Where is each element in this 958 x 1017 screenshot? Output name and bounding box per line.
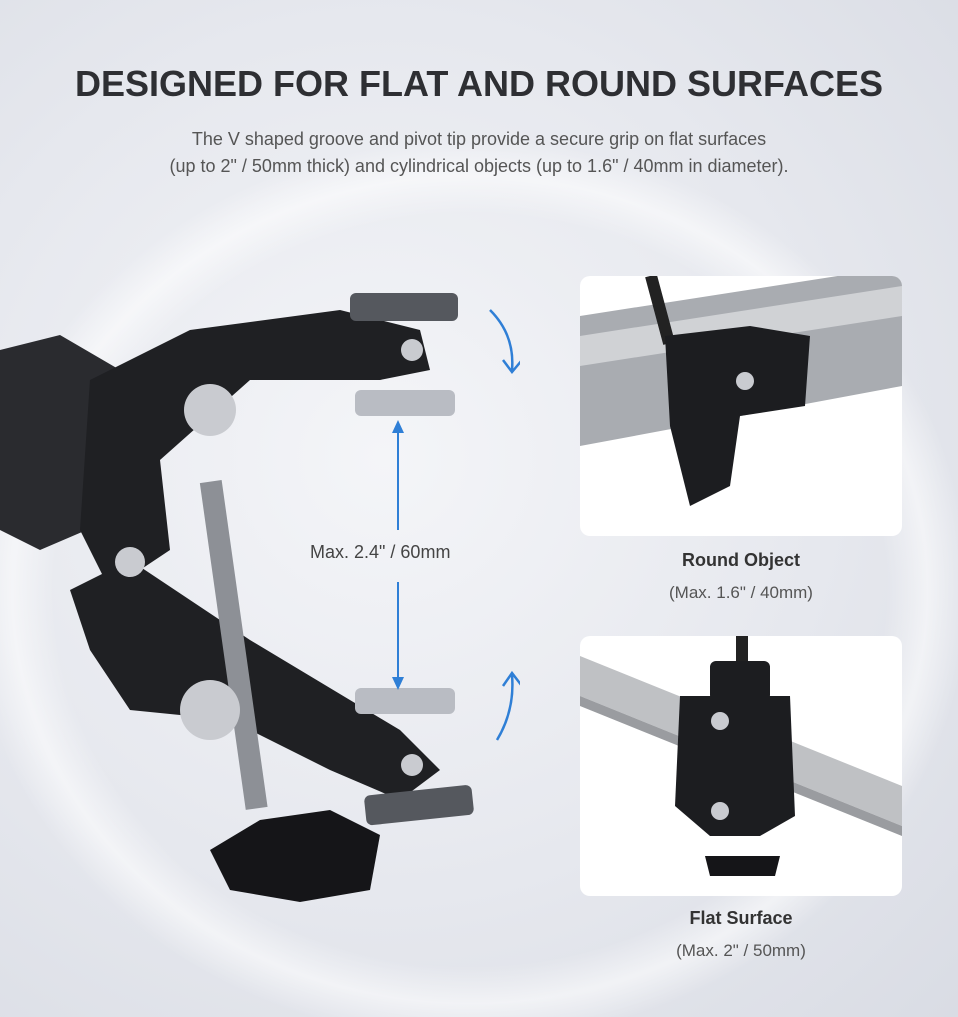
tightening-knob — [210, 810, 380, 902]
flat-surface-photo — [580, 636, 902, 896]
clamp-lower-jaw — [70, 560, 440, 800]
round-object-photo — [580, 276, 902, 536]
clamp-pin — [180, 680, 240, 740]
clamp-pin — [184, 384, 236, 436]
flat-surface-title: Flat Surface — [689, 908, 793, 928]
round-object-title: Round Object — [682, 550, 800, 570]
clamp-upper-jaw — [80, 310, 430, 590]
subtitle-line-1: The V shaped groove and pivot tip provid… — [191, 129, 767, 149]
jaw-tip-top — [350, 293, 458, 321]
dimension-label: Max. 2.4" / 60mm — [310, 542, 451, 562]
clamp-screw — [199, 480, 268, 810]
subtitle-line-2: (up to 2" / 50mm thick) and cylindrical … — [169, 156, 789, 176]
jaw-tip-bottom — [364, 785, 474, 826]
round-object-detail: (Max. 1.6" / 40mm) — [669, 583, 813, 602]
jaw-tip-bottom-ghost — [355, 688, 455, 714]
flat-surface-detail: (Max. 2" / 50mm) — [676, 941, 806, 960]
subtitle: The V shaped groove and pivot tip provid… — [0, 126, 958, 180]
page-title: DESIGNED FOR FLAT AND ROUND SURFACES — [74, 63, 883, 104]
dimension-arrow — [392, 420, 404, 690]
clamp-pin — [401, 339, 423, 361]
arrow-down-icon — [489, 309, 520, 375]
clamp-illustration — [0, 293, 520, 902]
jaw-tip-top-ghost — [355, 390, 455, 416]
clamp-pin — [401, 754, 423, 776]
arrow-up-icon — [495, 670, 520, 741]
clamp-pin — [115, 547, 145, 577]
